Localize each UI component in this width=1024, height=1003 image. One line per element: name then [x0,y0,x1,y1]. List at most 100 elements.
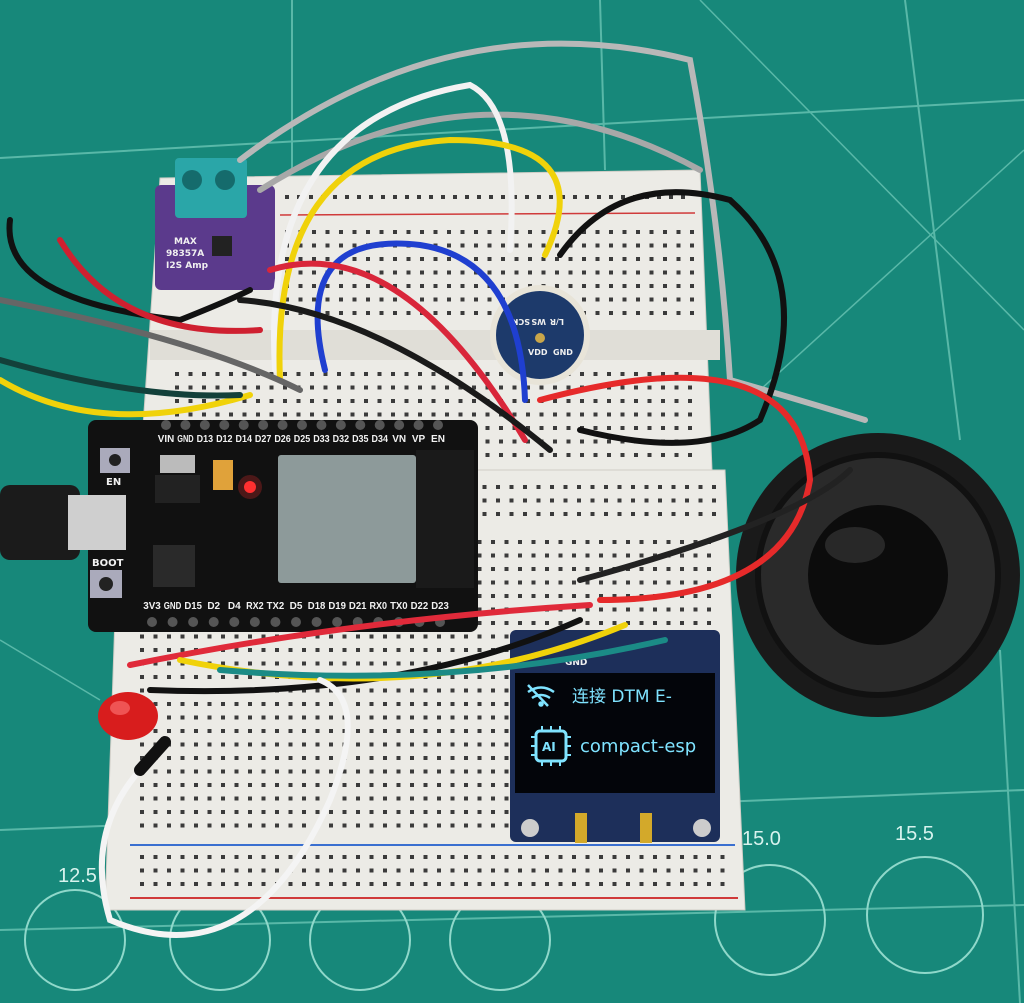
header-pin [208,617,219,627]
breadboard-hole [487,311,492,315]
breadboard-hole [636,284,640,288]
breadboard-hole [315,796,320,801]
breadboard-hole [477,702,482,706]
breadboard-hole [180,855,185,859]
breadboard-hole [693,621,698,625]
breadboard-hole [180,769,185,774]
breadboard-hole [553,385,557,390]
breadboard-hole [391,385,395,390]
breadboard-hole [491,882,495,886]
breadboard-hole [410,688,414,693]
breadboard-hole [248,783,252,787]
breadboard-hole [325,297,330,302]
breadboard-hole [536,512,541,516]
breadboard-hole [431,385,436,390]
breadboard-hole [315,769,320,774]
breadboard-hole [423,810,428,814]
breadboard-hole [609,195,613,199]
breadboard-hole [329,868,333,873]
breadboard-hole [302,729,306,733]
breadboard-hole [607,426,611,430]
breadboard-hole [329,661,333,666]
breadboard-hole [153,702,158,706]
breadboard-hole [366,230,370,234]
breadboard-hole [261,810,266,814]
breadboard-hole [612,621,617,625]
breadboard-hole [649,257,654,261]
amp-label: 98357A [166,249,204,259]
breadboard-hole [707,868,711,873]
breadboard-hole [460,311,465,315]
breadboard-hole [528,270,532,275]
breadboard-hole [514,257,519,261]
breadboard-hole [590,485,595,489]
pin-label: D14 [236,434,253,445]
breadboard-hole [275,715,279,720]
breadboard-hole [477,855,482,859]
breadboard-hole [234,715,239,720]
breadboard-hole [248,742,252,747]
breadboard-hole [450,729,455,733]
breadboard-hole [194,769,198,774]
breadboard-hole [607,439,611,444]
breadboard-hole [539,426,544,430]
breadboard-hole [531,540,536,544]
breadboard-hole [661,426,665,430]
breadboard-hole [563,512,568,516]
breadboard-hole [504,882,509,886]
breadboard-hole [450,810,455,814]
breadboard-hole [572,567,576,571]
breadboard-hole [622,257,627,261]
header-pin [413,420,424,430]
dark-wire [0,357,243,399]
breadboard-hole [369,634,374,639]
pin-label: D32 [333,434,350,445]
breadboard-hole [329,648,333,652]
breadboard-hole [288,882,293,886]
breadboard-hole [261,756,266,760]
breadboard-hole [393,284,397,288]
breadboard-hole [423,882,428,886]
breadboard-hole [512,399,517,403]
breadboard-hole [410,702,414,706]
breadboard-hole [647,426,652,430]
breadboard-hole [595,284,600,288]
breadboard-hole [406,270,411,275]
breadboard-hole [339,243,343,248]
breadboard-hole [410,756,414,760]
breadboard-hole [653,540,657,544]
breadboard-hole [573,195,577,199]
breadboard-hole [356,882,360,886]
breadboard-hole [595,270,600,275]
breadboard-hole [663,270,667,275]
breadboard-hole [514,230,519,234]
pin-label: GND [164,601,182,612]
breadboard-hole [477,783,482,787]
breadboard-hole [620,412,625,417]
breadboard-hole [383,756,387,760]
breadboard-hole [167,796,171,801]
breadboard-hole [512,412,517,417]
breadboard-hole [396,810,401,814]
breadboard-hole [275,729,279,733]
pin-label: D22 [411,601,429,612]
breadboard-hole [572,607,576,612]
breadboard-hole [472,372,476,376]
breadboard-hole [666,567,671,571]
breadboard-hole [526,399,530,403]
breadboard-hole [663,230,667,234]
pin-label: D2 [207,601,220,612]
breadboard-hole [653,882,657,886]
breadboard-hole [693,594,698,598]
breadboard-hole [302,783,306,787]
breadboard-hole [607,412,611,417]
breadboard-hole [396,796,401,801]
breadboard-hole [599,607,603,612]
breadboard-hole [207,810,212,814]
breadboard-hole [431,372,436,376]
breadboard-hole [676,257,681,261]
breadboard-hole [698,498,703,503]
breadboard-hole [234,756,239,760]
breadboard-hole [612,553,617,558]
